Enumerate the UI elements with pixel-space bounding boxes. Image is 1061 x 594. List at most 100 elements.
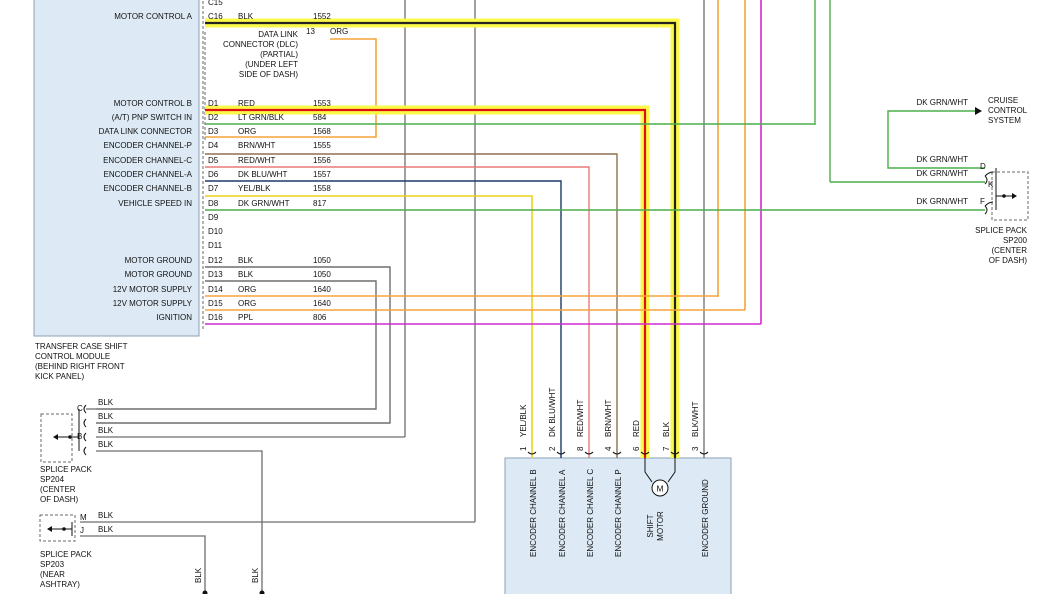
motor-wire-color: RED/WHT <box>576 400 585 437</box>
motor-lead-left <box>644 458 653 483</box>
tcm-pin-D11: D11 <box>208 241 223 250</box>
dlc-caption-line: (PARTIAL) <box>260 50 298 59</box>
tcm-pin-C15: C15 <box>208 0 223 7</box>
tcm-function-label: IGNITION <box>156 313 192 322</box>
circuit-number: 1640 <box>313 299 331 308</box>
tcm-caption-line: CONTROL MODULE <box>35 352 110 361</box>
tcm-function-label: (A/T) PNP SWITCH IN <box>112 113 193 122</box>
motor-caption-line: SHIFT <box>646 514 655 537</box>
wire-d7 <box>205 195 533 458</box>
motor-wire-color: DK BLU/WHT <box>548 388 557 437</box>
sp204-wire-label: BLK <box>98 398 114 407</box>
tcm-pin-D2: D2 <box>208 113 219 122</box>
tcm-function-label: ENCODER CHANNEL-C <box>103 156 192 165</box>
circuit-number: 1568 <box>313 127 331 136</box>
circuit-number: 1050 <box>313 270 331 279</box>
sp200-arrow <box>1012 193 1017 199</box>
motor-pin-number: 7 <box>662 446 671 451</box>
sp204-pin-b: B <box>77 432 82 441</box>
wire-d12 <box>96 266 391 424</box>
wire-color-label: DK BLU/WHT <box>238 170 287 179</box>
wire-color-label: ORG <box>238 127 256 136</box>
tcm-function-label: 12V MOTOR SUPPLY <box>113 299 193 308</box>
sp200-pin-k: K <box>988 180 994 189</box>
wire-d6 <box>205 180 562 458</box>
motor-pin-function: ENCODER CHANNEL P <box>614 469 623 557</box>
sp204-box <box>40 413 73 463</box>
motor-pin-number: 8 <box>576 446 585 451</box>
cruise-caption-line: CRUISE <box>988 96 1018 105</box>
sp203-caption-line: SPLICE PACK <box>40 550 93 559</box>
tcm-function-label: MOTOR GROUND <box>125 270 193 279</box>
sp204-pin-marks <box>83 404 87 456</box>
sp204-caption-line: SPLICE PACK <box>40 465 93 474</box>
tcm-pin-D3: D3 <box>208 127 219 136</box>
sp203-pin-m: M <box>80 513 87 522</box>
tcm-function-label: VEHICLE SPEED IN <box>118 199 192 208</box>
tcm-caption-line: KICK PANEL) <box>35 372 85 381</box>
sp203-node <box>62 527 66 531</box>
sp204-wire-label: BLK <box>98 412 114 421</box>
circuit-number: 1050 <box>313 256 331 265</box>
tcm-pin-D4: D4 <box>208 141 219 150</box>
wire-sp200-d <box>887 110 985 169</box>
sp204-wire-label: BLK <box>98 440 114 449</box>
wire-color-label: DK GRN/WHT <box>238 199 290 208</box>
wire-d1 <box>205 108 647 458</box>
sp203-box <box>39 514 76 542</box>
sp200-wire-label: DK GRN/WHT <box>916 155 968 164</box>
sp203-caption-line: SP203 <box>40 560 65 569</box>
circuit-number: 1558 <box>313 184 331 193</box>
motor-wire-color: BRN/WHT <box>604 400 613 437</box>
tcm-pin-D8: D8 <box>208 199 219 208</box>
tcm-function-label: 12V MOTOR SUPPLY <box>113 285 193 294</box>
wire-c16-highlight <box>205 18 680 458</box>
motor-symbol-circle <box>651 479 669 497</box>
wire-color-label: ORG <box>238 285 256 294</box>
wire-dlc <box>205 38 377 138</box>
tcm-pin-D15: D15 <box>208 299 223 308</box>
tcm-caption-line: (BEHIND RIGHT FRONT <box>35 362 125 371</box>
sp204-node <box>68 435 72 439</box>
circuit-number: 1553 <box>313 99 331 108</box>
circuit-number: 1557 <box>313 170 331 179</box>
motor-wire-color: RED <box>632 420 641 437</box>
sp200-pin-f: F <box>980 197 985 206</box>
ground-wire-label: BLK <box>251 567 260 583</box>
sp200-pin-marks <box>984 171 994 215</box>
motor-pin-number: 6 <box>632 446 641 451</box>
circuit-number: 1640 <box>313 285 331 294</box>
sp200-wire-label: DK GRN/WHT <box>916 197 968 206</box>
wire-color-label: BLK <box>238 270 254 279</box>
dlc-caption-line: SIDE OF DASH) <box>239 70 298 79</box>
tcm-pin-D13: D13 <box>208 270 223 279</box>
sp204-wire-label: BLK <box>98 426 114 435</box>
tcm-pin-D1: D1 <box>208 99 219 108</box>
wire-color-label: BLK <box>238 256 254 265</box>
sp203-wire-label: BLK <box>98 511 114 520</box>
sp200-node <box>1002 194 1006 198</box>
sp203-arrow <box>47 526 52 532</box>
wire-d13 <box>96 280 377 410</box>
sp204-caption-line: SP204 <box>40 475 65 484</box>
motor-pin-marks <box>527 451 709 455</box>
tcm-function-label: DATA LINK CONNECTOR <box>99 127 193 136</box>
wire-color-label: BRN/WHT <box>238 141 275 150</box>
sp204-caption-line: (CENTER <box>40 485 76 494</box>
wire-d4 <box>205 153 618 458</box>
motor-pin-number: 3 <box>691 446 700 451</box>
sp200-caption-line: SPLICE PACK <box>975 226 1028 235</box>
wire-color-label: LT GRN/BLK <box>238 113 285 122</box>
motor-lead-right <box>667 458 676 483</box>
motor-pin-number: 4 <box>604 446 613 451</box>
ground-dot-2 <box>259 590 265 594</box>
motor-pin-number: 1 <box>519 446 528 451</box>
wire-color-label: YEL/BLK <box>238 184 271 193</box>
motor-wire-color: BLK <box>662 421 671 437</box>
ground-dot-1 <box>202 590 208 594</box>
tcm-function-label: ENCODER CHANNEL-A <box>104 170 193 179</box>
tcm-pin-D6: D6 <box>208 170 219 179</box>
tcm-function-label: ENCODER CHANNEL-P <box>104 141 192 150</box>
circuit-number: 584 <box>313 113 327 122</box>
